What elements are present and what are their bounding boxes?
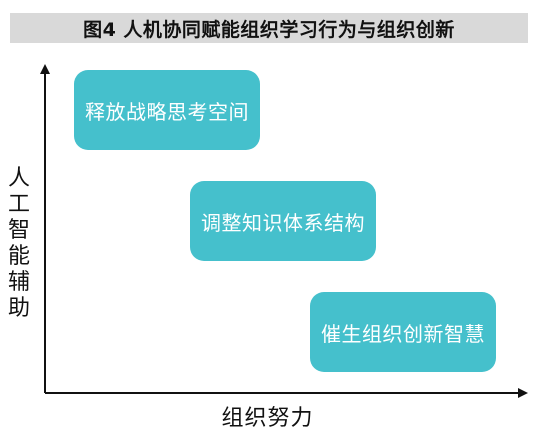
stage-box-3: 催生组织创新智慧 <box>310 292 496 372</box>
stage-box-2: 调整知识体系结构 <box>190 181 376 261</box>
figure-title: 图4 人机协同赋能组织学习行为与组织创新 <box>10 13 528 43</box>
stage-box-1: 释放战略思考空间 <box>74 70 260 150</box>
y-axis-label: 人工智能辅助 <box>7 166 30 321</box>
x-axis-label: 组织努力 <box>221 406 314 431</box>
